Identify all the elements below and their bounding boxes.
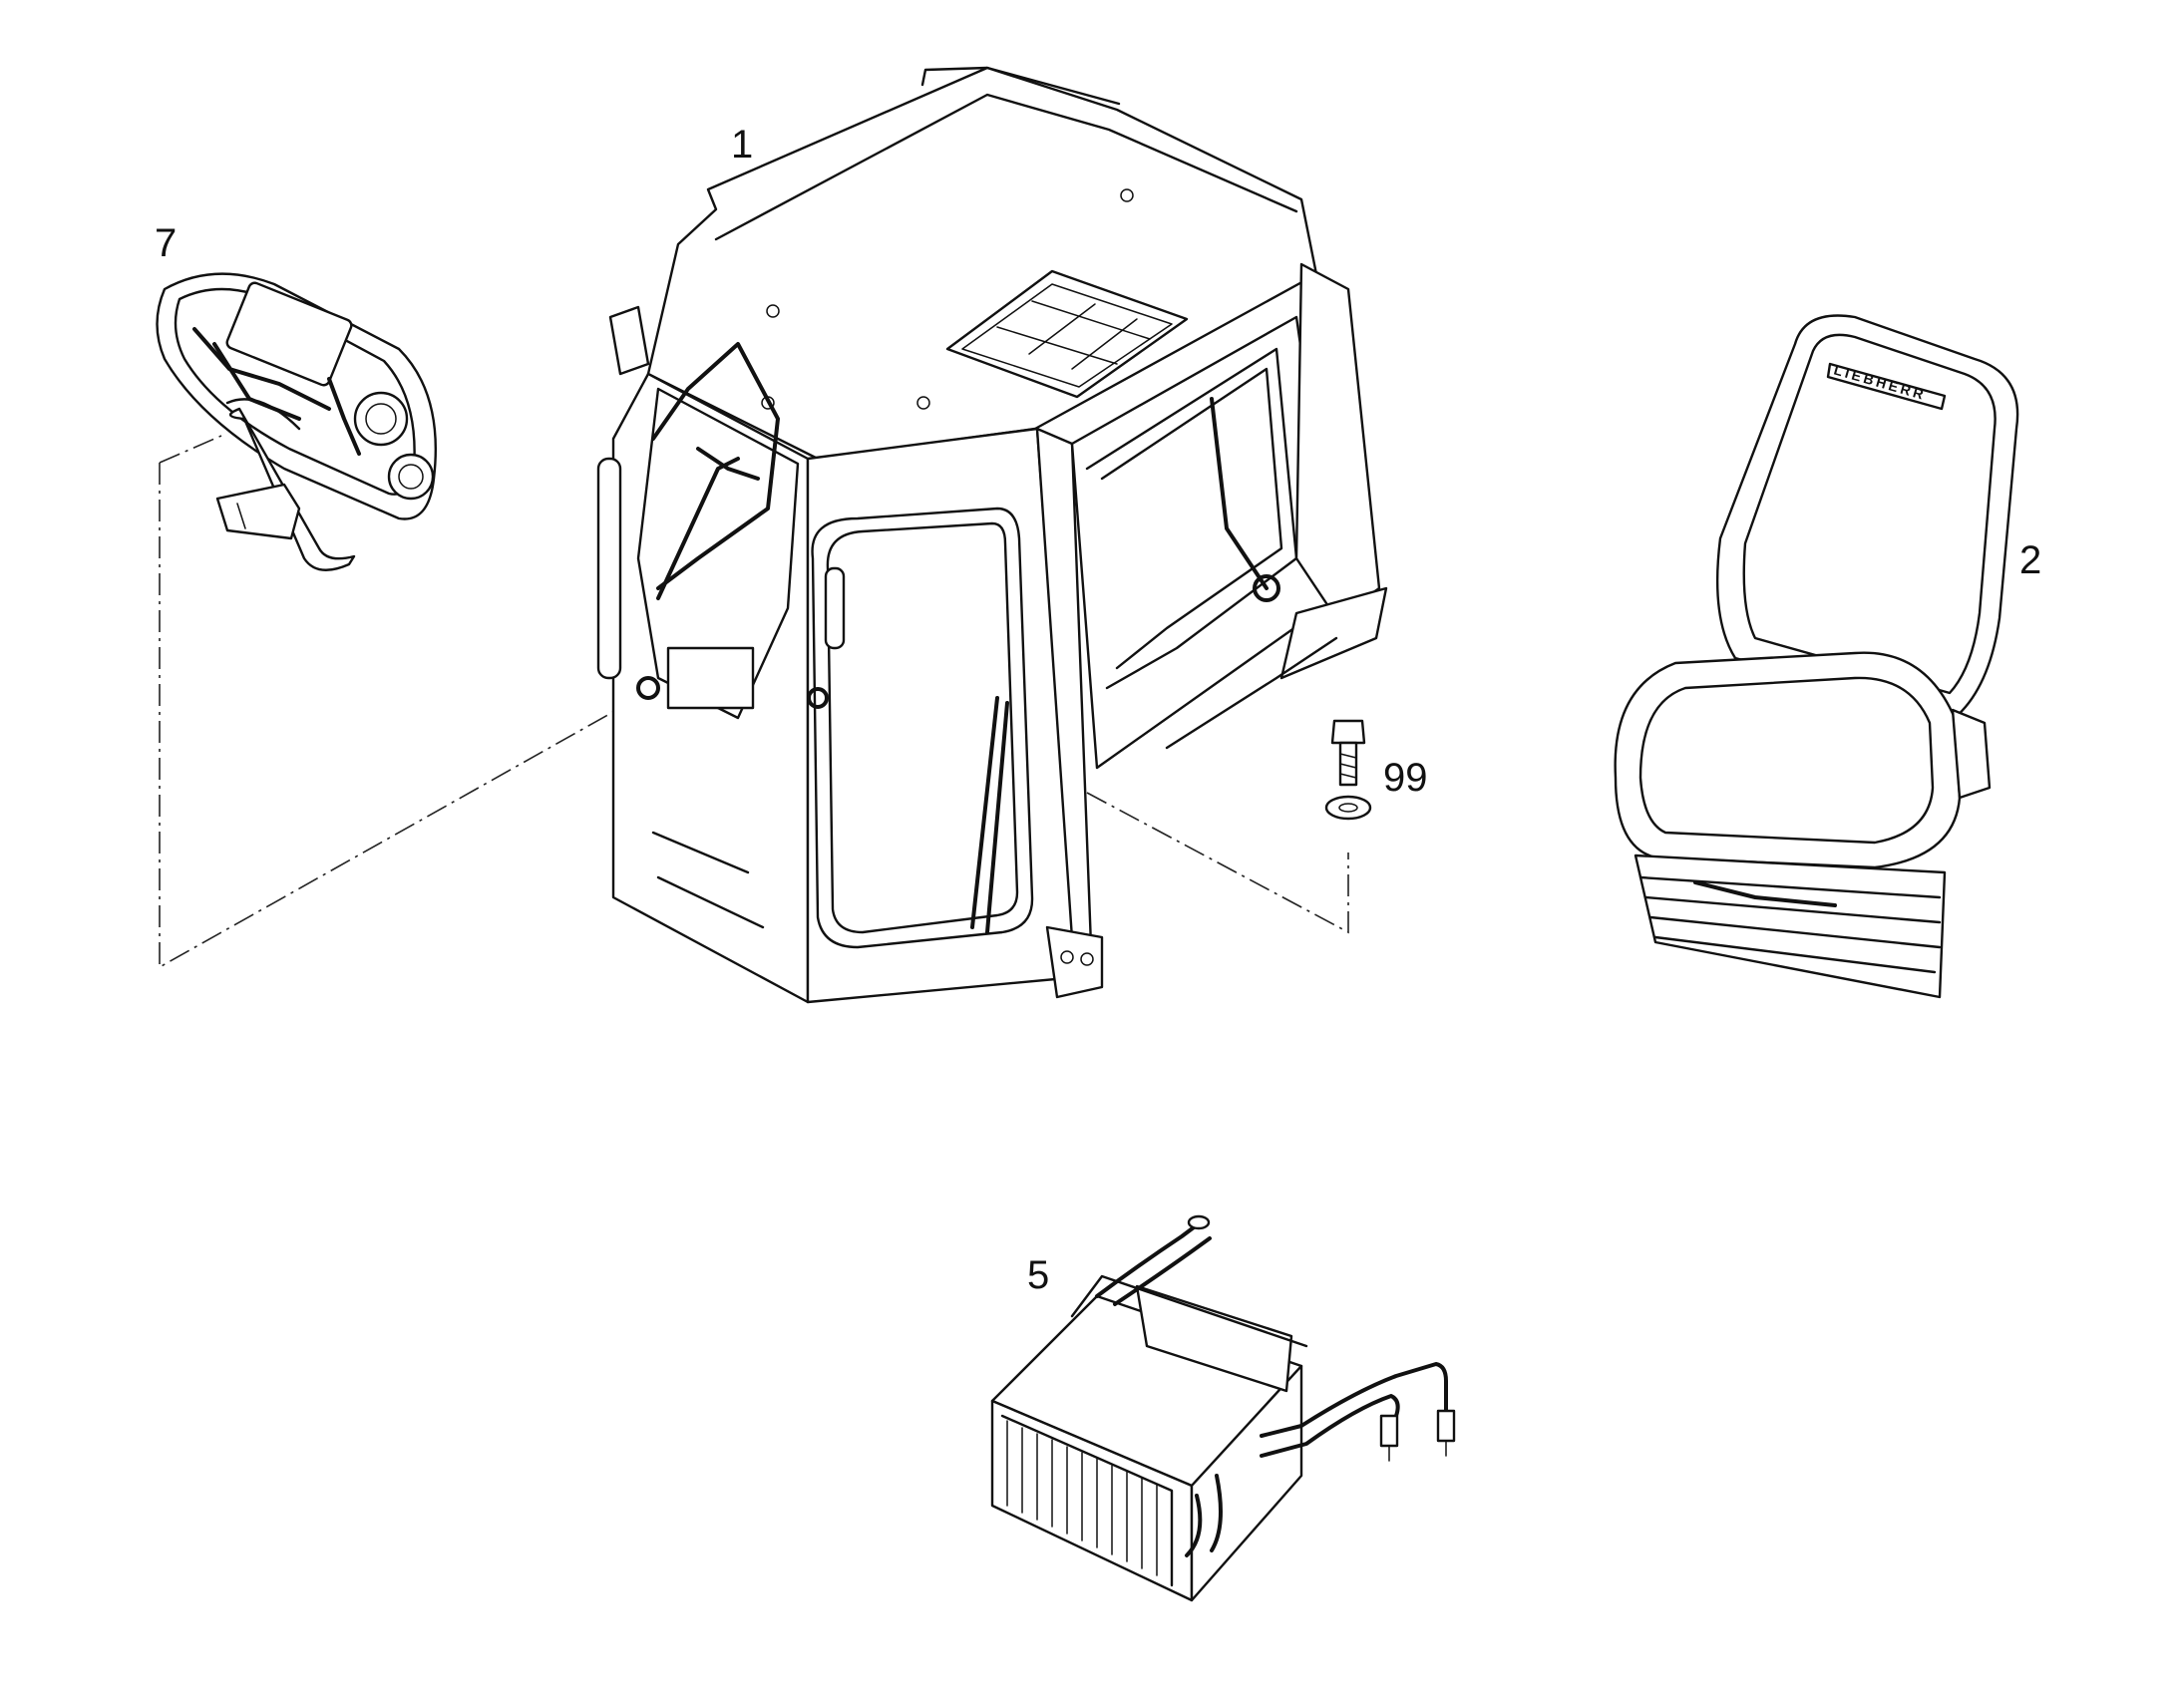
cab-part[interactable] (596, 66, 1388, 1004)
heater-core-fins (1006, 1420, 1158, 1576)
callout-7: 7 (155, 221, 177, 265)
callout-labels: 1 7 2 99 5 (155, 123, 2041, 1297)
callout-2: 2 (2019, 538, 2041, 582)
callout-5: 5 (1027, 1253, 1049, 1297)
bolt-part[interactable] (1324, 719, 1372, 821)
heater-part[interactable] (990, 1214, 1456, 1602)
callout-99: 99 (1383, 756, 1428, 800)
seat-part[interactable]: LIEBHERR (1614, 314, 2019, 999)
assembly-lines (159, 435, 1349, 969)
dashboard-part[interactable] (156, 272, 437, 571)
callout-1: 1 (731, 123, 753, 167)
